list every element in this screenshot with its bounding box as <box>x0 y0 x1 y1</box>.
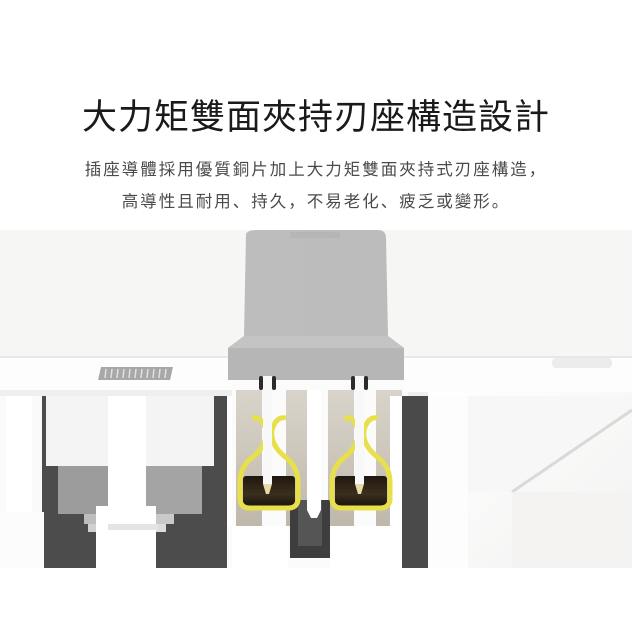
description-line-1: 插座導體採用優質銅片加上大力矩雙面夾持式刃座構造， <box>84 160 548 179</box>
vent-grille-icon <box>98 367 173 380</box>
center-socket-block <box>232 380 428 568</box>
socket-cross-section-illustration <box>0 230 632 568</box>
page-title: 大力矩雙面夾持刃座構造設計 <box>81 98 550 138</box>
plug-prong-left <box>263 376 272 494</box>
plug-prong-right <box>355 376 364 494</box>
description-line-2: 高導性且耐用、持久，不易老化、疲乏或變形。 <box>121 192 511 211</box>
prong-guides <box>259 376 368 390</box>
left-socket-chambers <box>0 396 240 568</box>
plug-body <box>228 230 404 380</box>
right-socket-housing <box>404 358 632 568</box>
description: 插座導體採用優質銅片加上大力矩雙面夾持式刃座構造， 高導性且耐用、持久，不易老化… <box>0 154 632 218</box>
